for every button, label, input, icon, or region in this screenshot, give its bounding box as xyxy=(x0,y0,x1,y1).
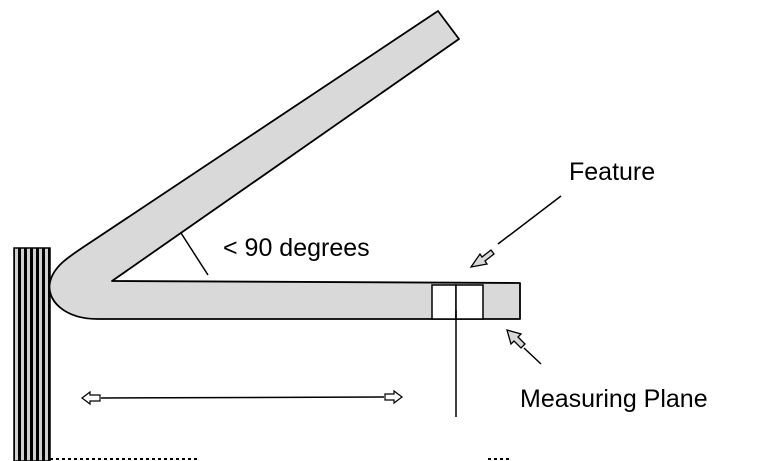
dimension-arrow-left xyxy=(81,390,101,406)
dimension-line xyxy=(100,396,385,399)
feature-leader-line xyxy=(497,195,562,245)
angle-label: < 90 degrees xyxy=(223,234,370,262)
measuring-plane-arrow xyxy=(506,329,526,349)
measuring-plane-leader-line xyxy=(523,347,542,365)
feature-box-left xyxy=(431,284,457,320)
angle-indicator-line xyxy=(180,232,209,276)
bent-part xyxy=(48,10,521,320)
feature-box-right xyxy=(455,284,484,320)
feature-label: Feature xyxy=(569,158,655,186)
measuring-plane-label: Measuring Plane xyxy=(520,385,708,413)
feature-arrow xyxy=(469,249,495,268)
clamp-post xyxy=(13,247,51,461)
dimension-arrow-right xyxy=(384,389,403,405)
